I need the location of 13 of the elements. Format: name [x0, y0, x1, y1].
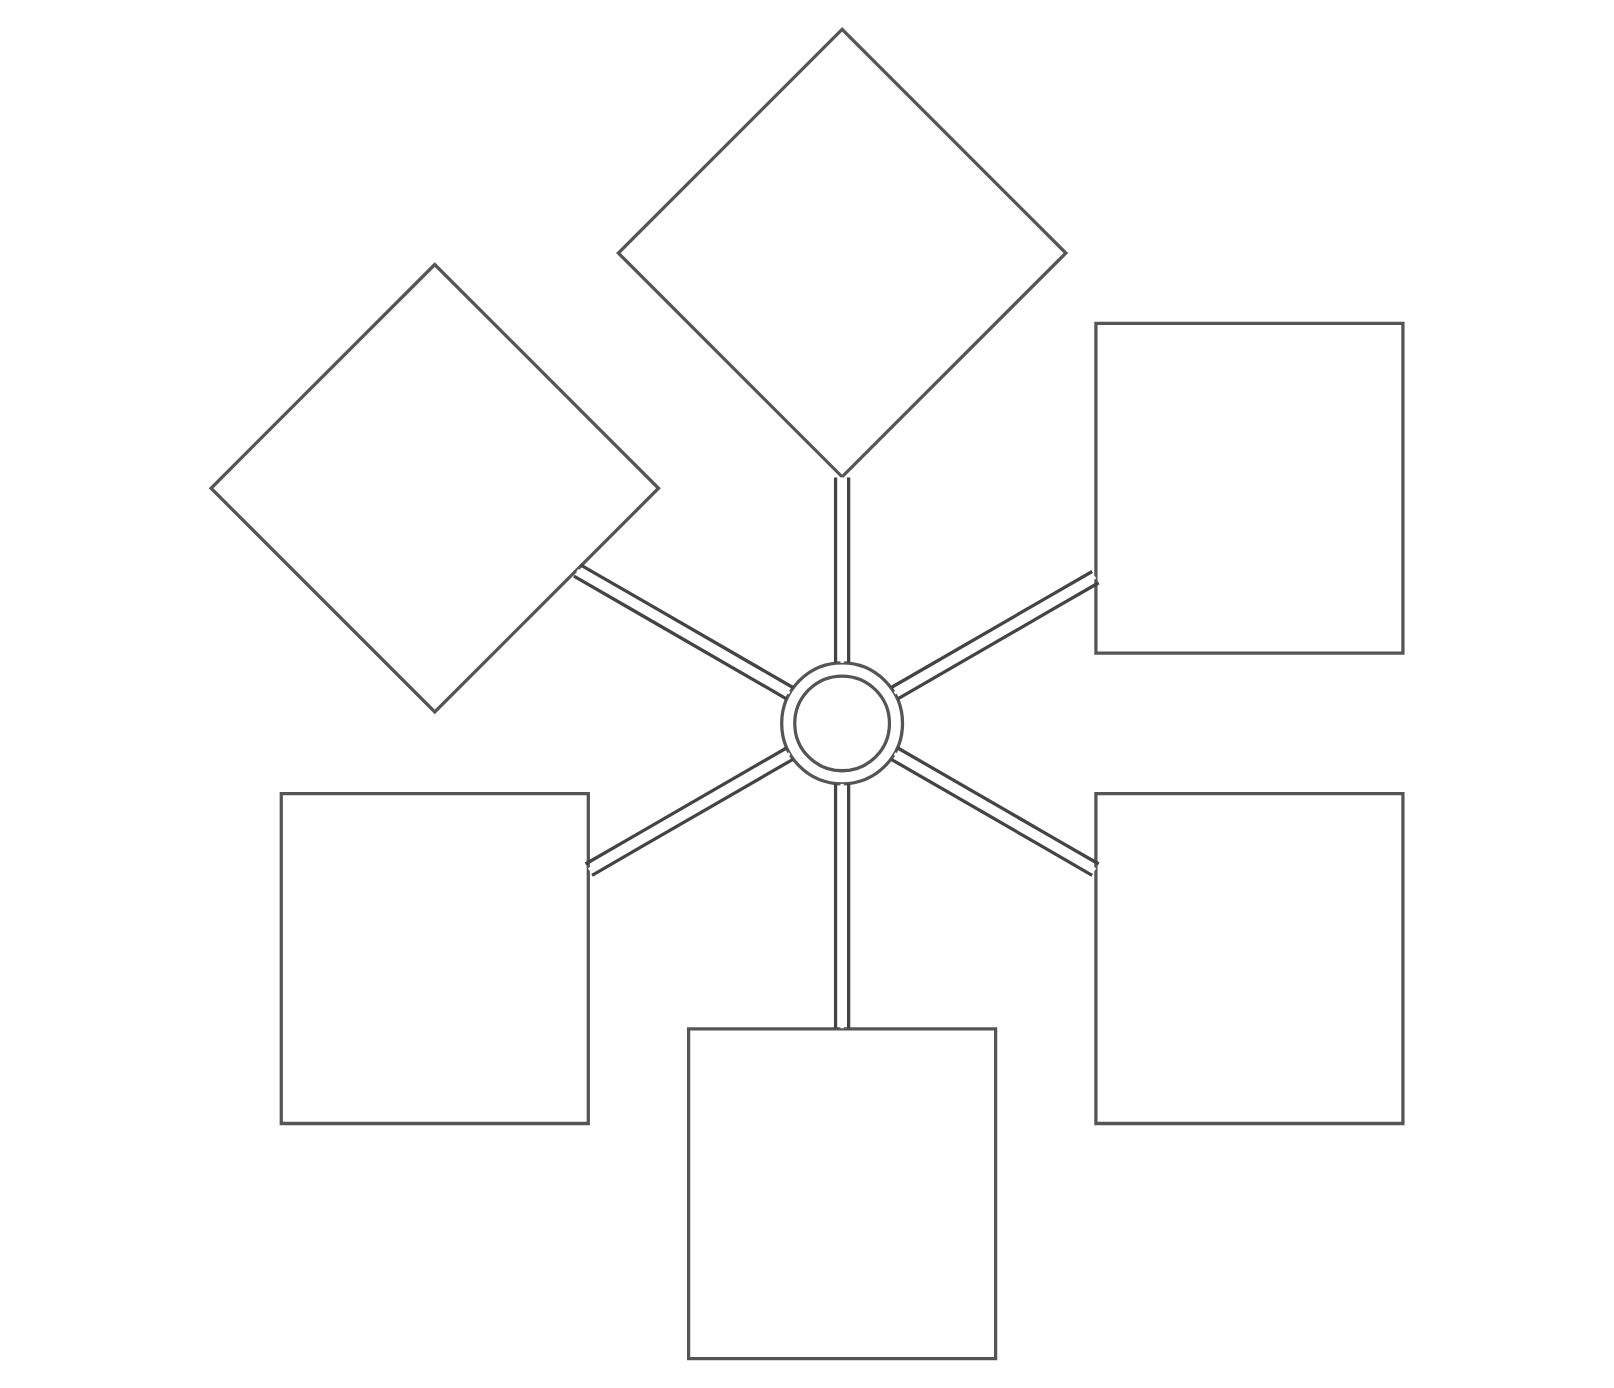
connector: [890, 746, 1100, 877]
node-box: [279, 792, 590, 1126]
node-box: [686, 1027, 998, 1361]
connector: [573, 563, 794, 701]
connector: [584, 746, 794, 877]
connector: [833, 783, 851, 1029]
node-box: [1094, 321, 1405, 655]
connector: [833, 477, 851, 663]
node-circle: [780, 661, 905, 786]
node-box: [1094, 792, 1405, 1126]
node-diamond: [208, 262, 661, 715]
connector: [890, 570, 1100, 701]
node-diamond: [616, 27, 1069, 480]
